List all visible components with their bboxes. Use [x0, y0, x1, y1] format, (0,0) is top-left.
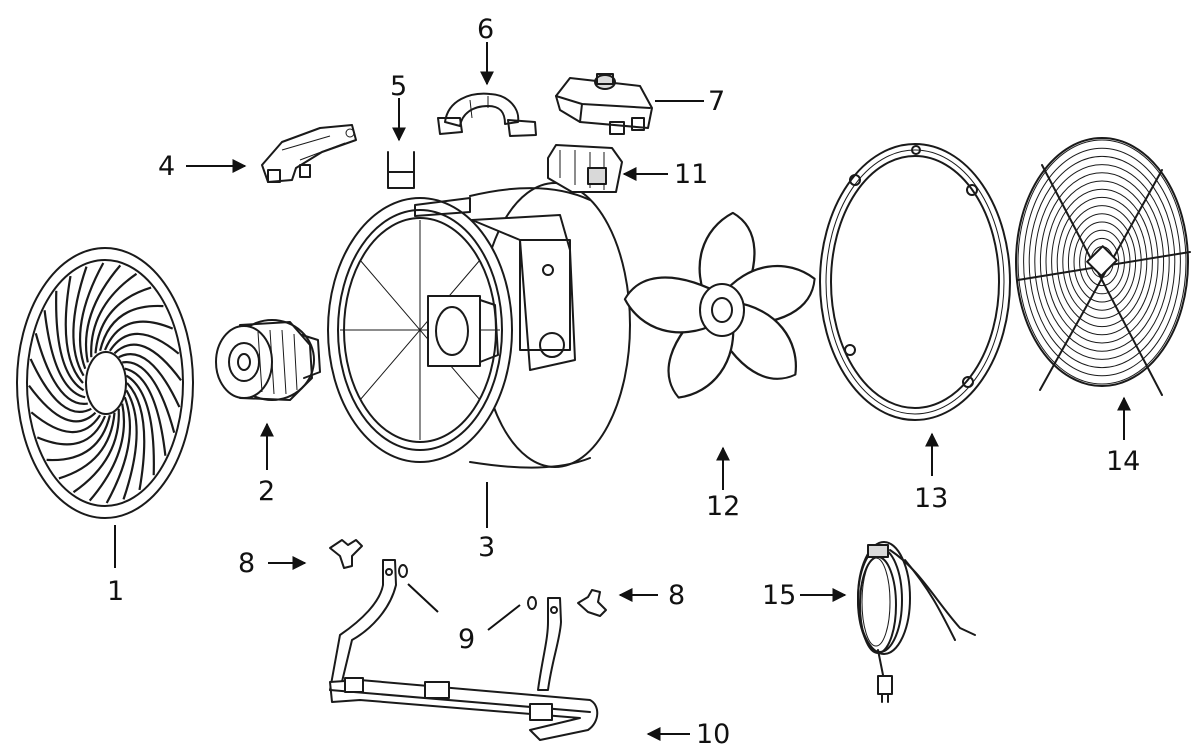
- part-2-motor: [215, 319, 321, 401]
- callout-7: 7: [708, 86, 725, 117]
- leader-lines: [114, 42, 1131, 741]
- part-14-rear-guard: [1015, 137, 1191, 396]
- part-5-clip: [387, 151, 415, 189]
- part-9-washers: [398, 564, 537, 610]
- part-7-switch-housing: [555, 73, 653, 135]
- callout-3: 3: [478, 532, 495, 563]
- callout-numbers: 1 2 3 4 5 6 7 8 8 9 10 11 12 13 14 15: [107, 14, 1140, 750]
- part-1-front-grille: [16, 247, 194, 519]
- callout-4: 4: [158, 151, 175, 182]
- part-3-housing: [327, 182, 631, 469]
- callout-14: 14: [1106, 446, 1140, 477]
- part-8-wing-nut-left: [329, 539, 363, 569]
- callout-8-left: 8: [238, 548, 255, 579]
- callout-13: 13: [914, 483, 948, 514]
- callout-8-right: 8: [668, 580, 685, 611]
- callout-2: 2: [258, 476, 275, 507]
- part-12-fan-blade: [623, 211, 816, 399]
- part-11-switch: [547, 144, 623, 193]
- part-4-bracket: [261, 124, 357, 183]
- callout-9: 9: [458, 624, 475, 655]
- callout-10: 10: [696, 719, 730, 750]
- part-10-stand: [329, 559, 599, 741]
- part-6-cover: [437, 92, 537, 137]
- part-15-power-cord: [857, 541, 976, 703]
- callout-5: 5: [390, 71, 407, 102]
- callout-11: 11: [674, 159, 708, 190]
- part-8-wing-nut-right: [577, 589, 607, 617]
- callout-12: 12: [706, 491, 740, 522]
- callout-1: 1: [107, 576, 124, 607]
- callout-15: 15: [762, 580, 796, 611]
- part-13-ring: [819, 143, 1011, 421]
- callout-6: 6: [477, 14, 494, 45]
